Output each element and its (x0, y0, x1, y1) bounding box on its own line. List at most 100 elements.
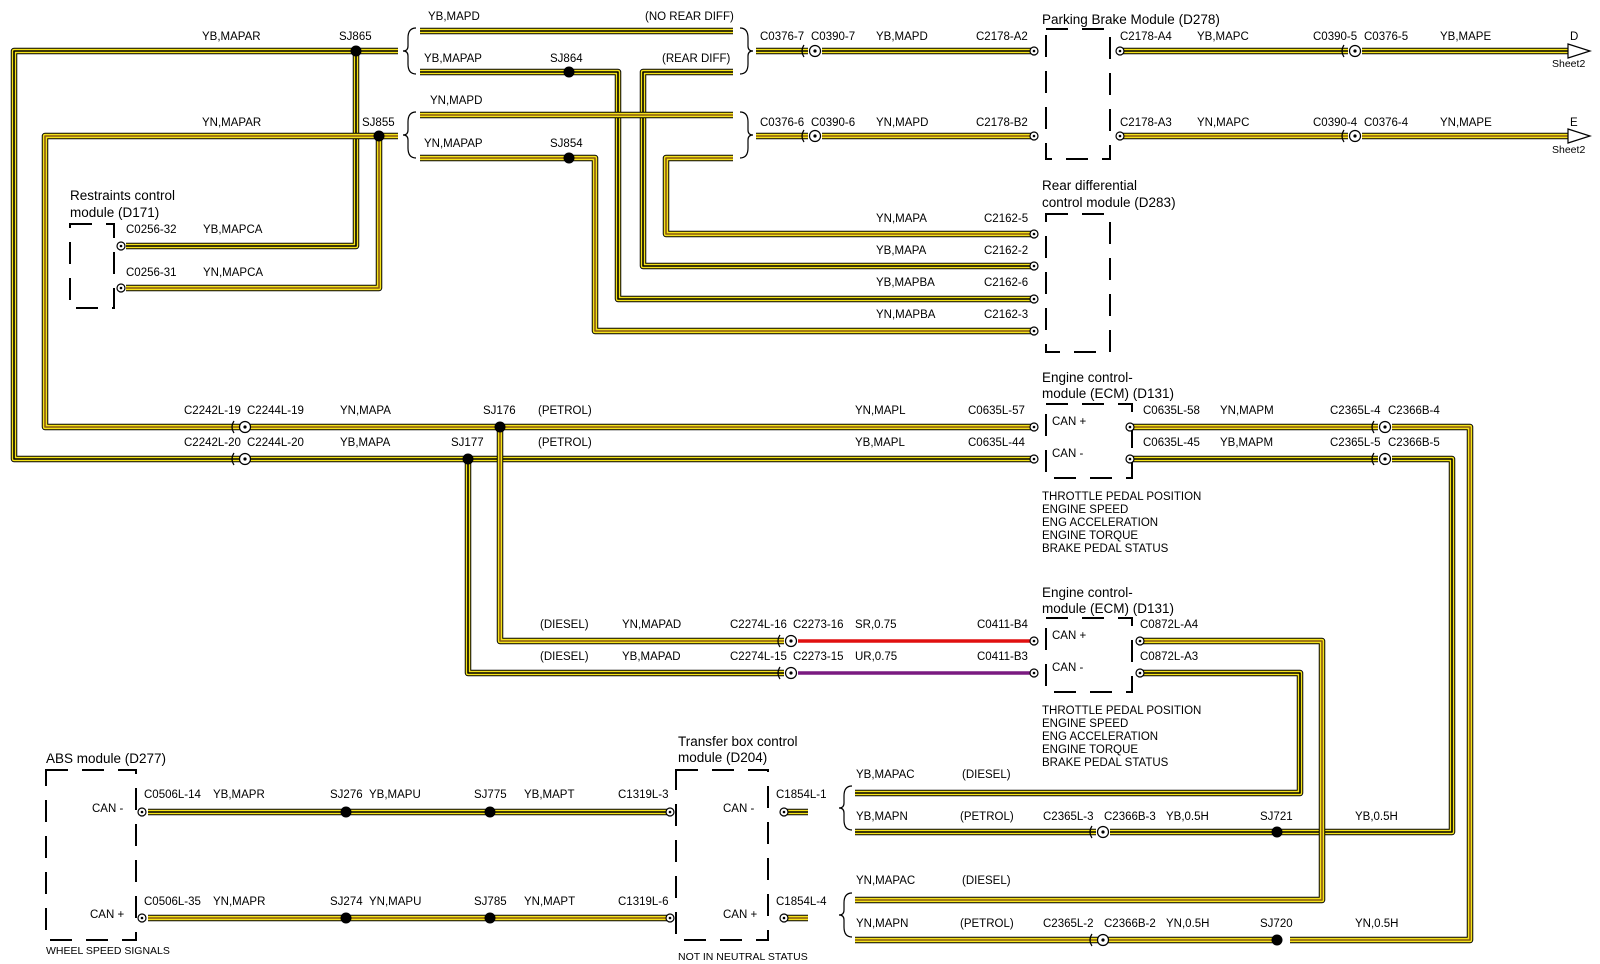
wire-yn-mapac (855, 637, 1326, 904)
can-label: CAN - (1052, 448, 1083, 460)
variant-label: (REAR DIFF) (662, 53, 731, 65)
inline-connector-center (1383, 457, 1387, 461)
connector-pin-center (668, 810, 672, 814)
wire-label: YB,MAPD (876, 31, 928, 43)
wire-label: YN,MAPU (369, 896, 421, 908)
wire-fill (855, 638, 1325, 903)
wire-label: YN,MAPAR (202, 117, 261, 129)
wire-label: YN,0.5H (1166, 918, 1209, 930)
connector-pin-center (1032, 457, 1036, 461)
signal-label: THROTTLE PEDAL POSITION (1042, 491, 1201, 503)
ecm-petrol-module-box (1045, 403, 1133, 479)
wire-tracer (499, 427, 784, 642)
inline-connector-center (813, 49, 817, 53)
connector-pin-center (1138, 671, 1142, 675)
variant-label: (DIESEL) (540, 619, 589, 631)
connector-pin-center (1032, 264, 1036, 268)
wire-label: YB,MAPM (1220, 437, 1273, 449)
connector-pin-center (1138, 639, 1142, 643)
connector-label: C0390-7 (811, 31, 855, 43)
wire-outline (420, 154, 1034, 335)
signal-label: BRAKE PEDAL STATUS (1042, 543, 1169, 555)
connector-pin-center (1032, 639, 1036, 643)
splice-label: SJ721 (1260, 811, 1293, 823)
connector-label: C1854L-1 (776, 789, 827, 801)
sheet-ref-letter: D (1570, 31, 1578, 43)
connector-pin-center (140, 916, 144, 920)
wire-label: YN,MAPC (1197, 117, 1249, 129)
wire-label: YB,MAPAP (424, 53, 482, 65)
can-label: CAN - (723, 803, 754, 815)
wire-label: YB,MAPN (856, 811, 908, 823)
wire-label: YB,MAPE (1440, 31, 1491, 43)
splice-label: SJ785 (474, 896, 507, 908)
wire-label: YN,MAPAC (856, 875, 915, 887)
connector-label: C2274L-16 (730, 619, 787, 631)
connector-label: C0376-7 (760, 31, 804, 43)
wire-yn-mapar (41, 132, 1034, 431)
connector-label: C1319L-6 (618, 896, 669, 908)
splice-dot (1271, 934, 1283, 946)
wire-yn-mapad (496, 427, 784, 645)
module-title: module (ECM) (D131) (1042, 386, 1174, 401)
wire-label: YN,MAPA (876, 213, 927, 225)
signal-label: THROTTLE PEDAL POSITION (1042, 705, 1201, 717)
wire-label: YB,MAPU (369, 789, 421, 801)
splice-dot (494, 421, 506, 433)
connector-pin-center (782, 810, 786, 814)
wire-label: YN,MAPR (213, 896, 265, 908)
connector-label: C0390-6 (811, 117, 855, 129)
connector-pin-center (782, 916, 786, 920)
splice-dot (563, 66, 575, 78)
sheet-arrow (1567, 128, 1592, 144)
splice-dot (350, 45, 362, 57)
inline-connector-center (1383, 425, 1387, 429)
connector-pin-center (1032, 49, 1036, 53)
connector-label: C2273-16 (793, 619, 844, 631)
can-label: CAN - (1052, 662, 1083, 674)
inline-connector-cup (777, 666, 781, 680)
labels-layer: YB,MAPAR SJ865 YB,MAPD (NO REAR DIFF) YB… (46, 11, 1585, 963)
splice-label: SJ276 (330, 789, 363, 801)
wire-tracer (420, 157, 1034, 332)
wire-fill (663, 155, 1034, 237)
wire-tracer (855, 458, 1453, 833)
variant-label: (PETROL) (538, 437, 592, 449)
wire-yn-mapap (420, 154, 1034, 335)
wire-label: YN,MAPA (340, 405, 391, 417)
wire-fill (126, 136, 382, 291)
connector-pin-center (140, 810, 144, 814)
connector-label: C2162-6 (984, 277, 1028, 289)
connector-label: C1319L-3 (618, 789, 669, 801)
connector-pin-center (119, 286, 123, 290)
module-title: Rear differential (1042, 178, 1137, 193)
inline-connector-cup (777, 634, 781, 648)
sheet-ref: Sheet2 (1552, 144, 1585, 156)
module-title: module (D171) (70, 205, 159, 220)
module-title: control module (D283) (1042, 195, 1176, 210)
inline-connector-center (1353, 134, 1357, 138)
wire-yb-mapa-rear (639, 68, 1034, 270)
connector-label: C2244L-20 (247, 437, 304, 449)
wire-label: YB,MAPL (855, 437, 905, 449)
wire-label: YN,MAPT (524, 896, 575, 908)
brace-yb-top (402, 27, 417, 75)
variant-label: (NO REAR DIFF) (645, 11, 734, 23)
connector-label: C2366B-4 (1388, 405, 1440, 417)
wire-label: YB,MAPAR (202, 31, 261, 43)
connector-label: C2178-B2 (976, 117, 1028, 129)
wire-label: YN,MAPAP (424, 138, 483, 150)
wire-label: YN,MAPL (855, 405, 906, 417)
wire-label: SR,0.75 (855, 619, 897, 631)
connector-label: C0506L-35 (144, 896, 201, 908)
variant-label: (PETROL) (960, 811, 1014, 823)
wire-label: YB,MAPAC (856, 769, 915, 781)
connector-label: C0872L-A4 (1140, 619, 1199, 631)
wire-label: YB,MAPCA (203, 224, 263, 236)
splice-dot (373, 130, 385, 142)
wire-fill (126, 51, 359, 249)
wire-label: YN,MAPM (1220, 405, 1274, 417)
inline-connector-cup (1371, 452, 1375, 466)
wire-outline (855, 455, 1456, 836)
